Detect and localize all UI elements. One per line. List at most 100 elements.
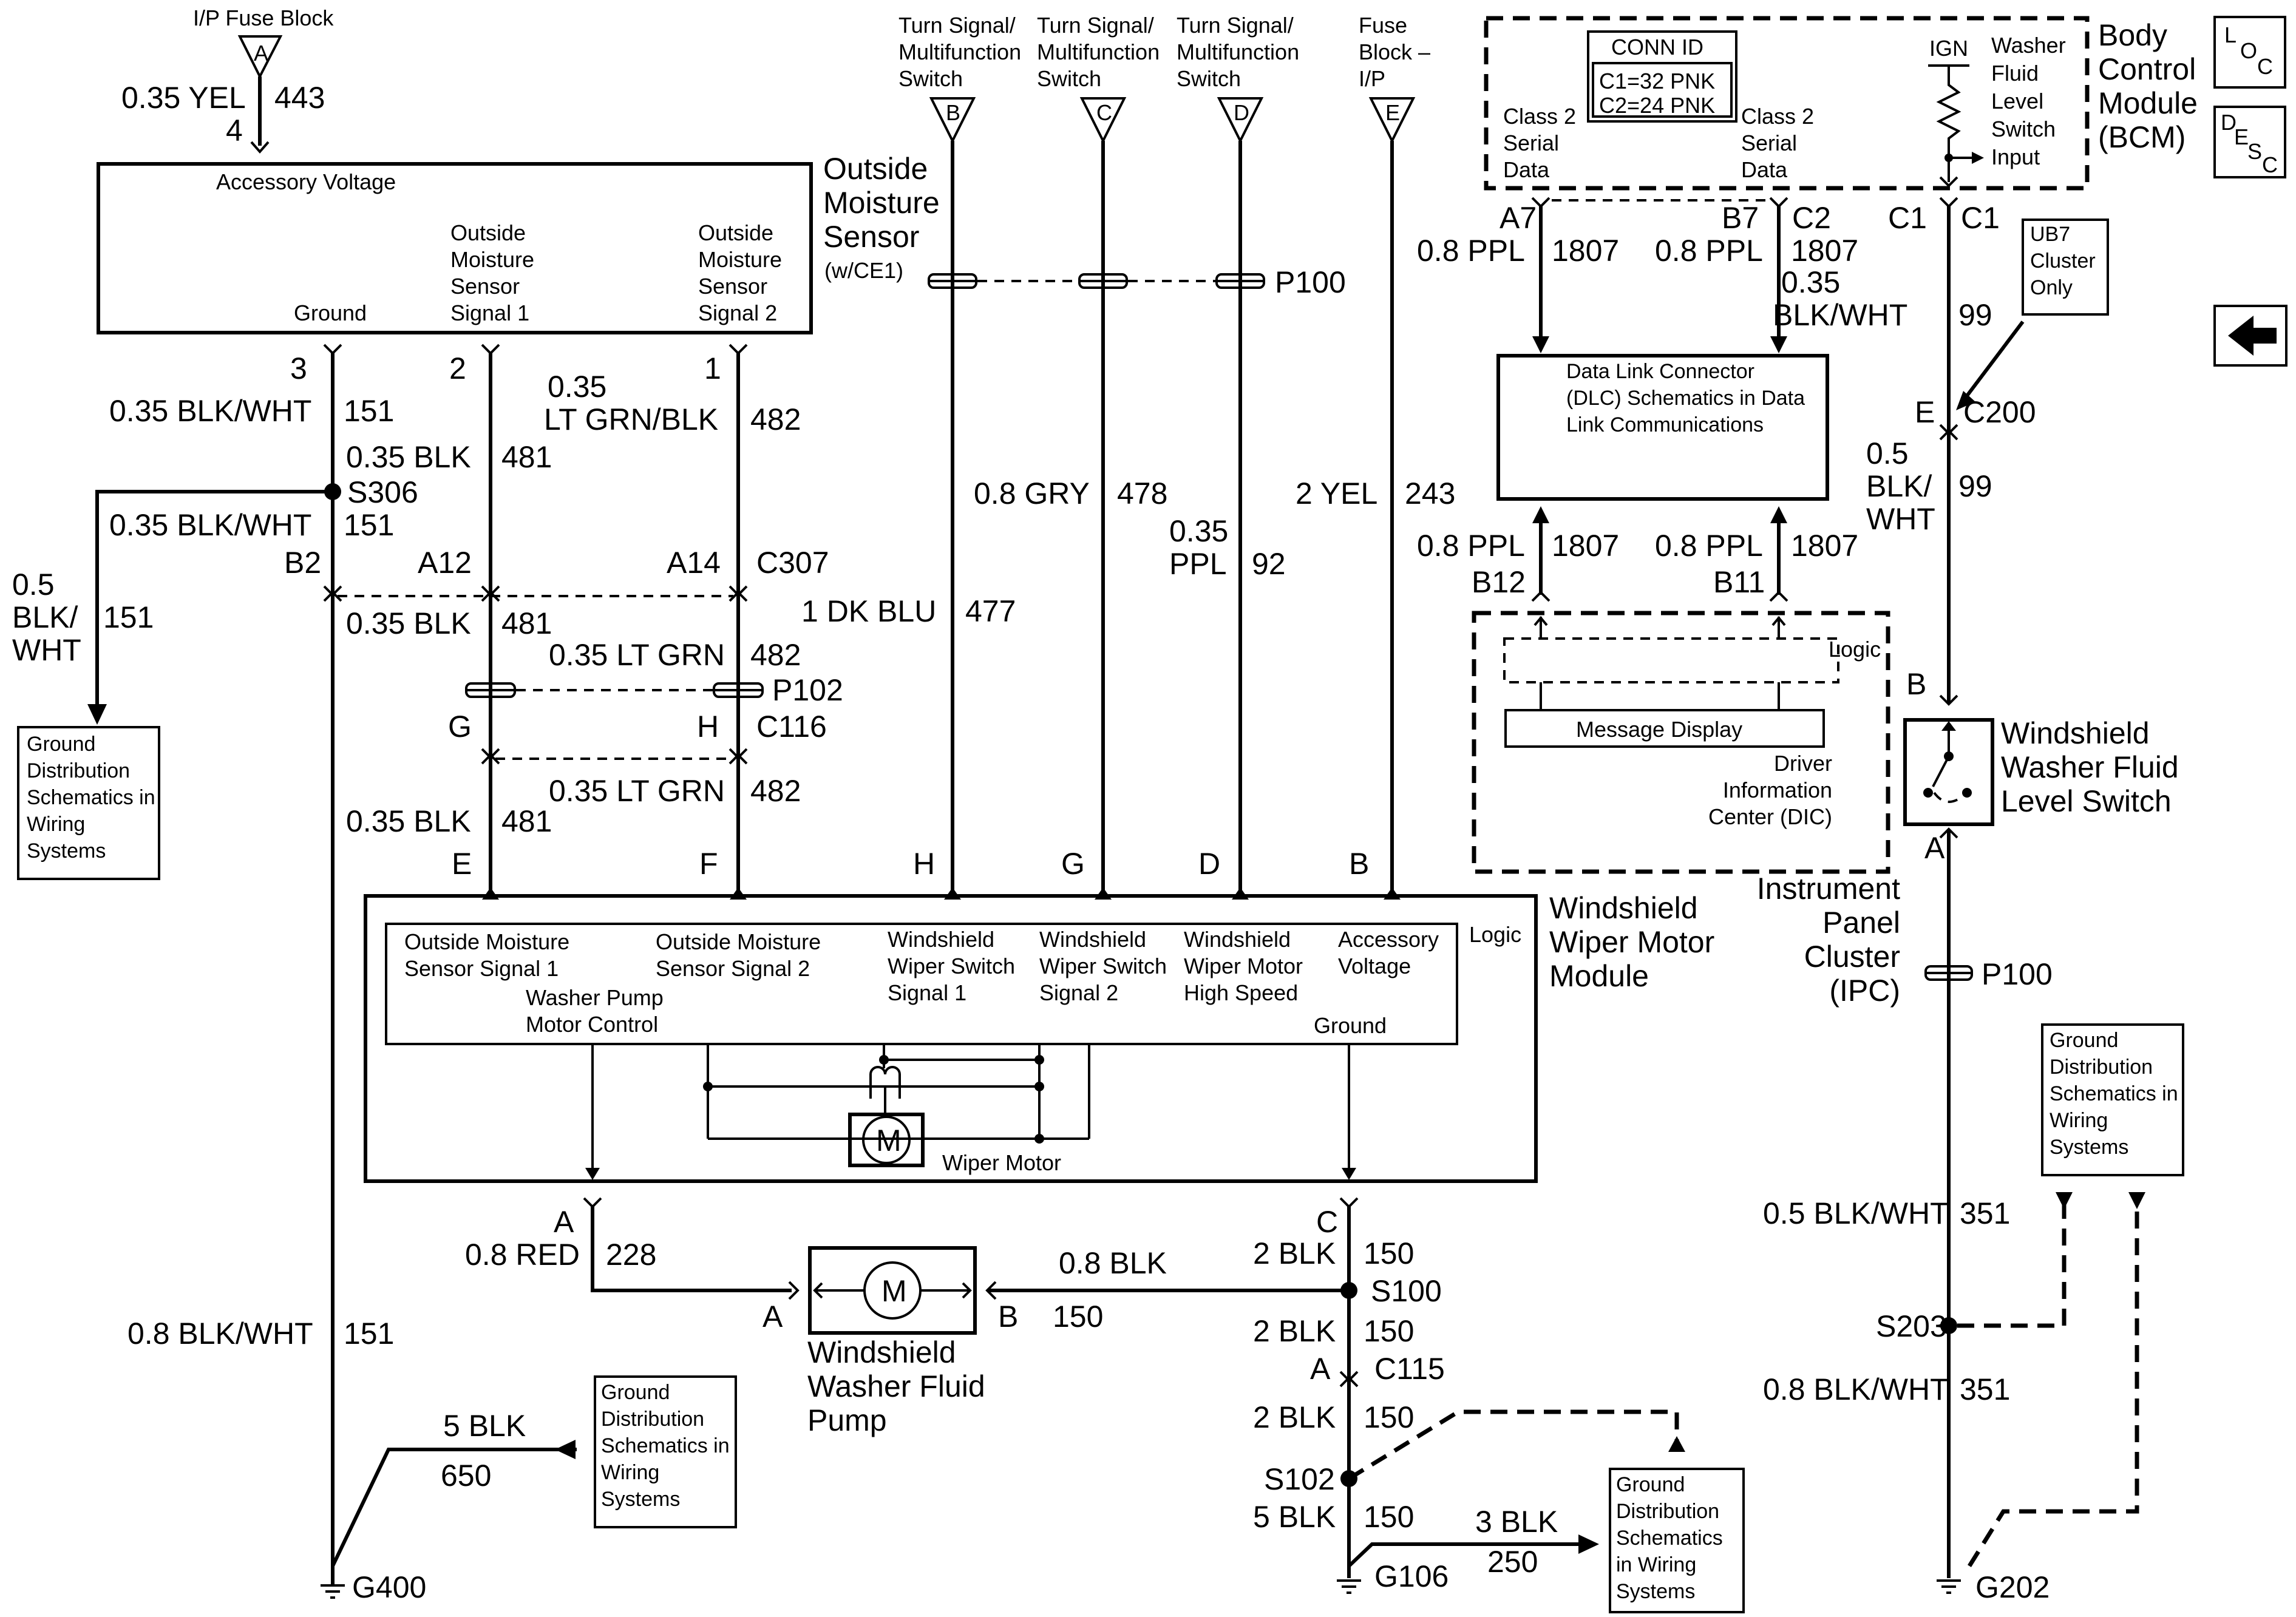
svg-text:B: B bbox=[1906, 667, 1926, 701]
svg-text:1807: 1807 bbox=[1552, 234, 1619, 268]
svg-text:650: 650 bbox=[441, 1459, 491, 1493]
svg-text:482: 482 bbox=[750, 638, 801, 672]
svg-text:E: E bbox=[452, 847, 472, 881]
outside-moisture-sensor: Accessory Voltage Ground Outside Moistur… bbox=[97, 152, 940, 334]
sensor-signal-1: Outside Moisture Sensor Signal 1 bbox=[450, 220, 535, 325]
desc-icon[interactable]: D E S C bbox=[2213, 106, 2286, 178]
svg-text:0.8 PPL: 0.8 PPL bbox=[1417, 529, 1525, 563]
svg-text:A: A bbox=[1310, 1352, 1331, 1386]
svg-text:E: E bbox=[2234, 124, 2249, 149]
svg-text:150: 150 bbox=[1364, 1500, 1414, 1534]
circuit-99-351: C1 C1 0.35 BLK/WHT 99 UB7 Cluster Only E… bbox=[1763, 197, 2184, 1604]
svg-text:A: A bbox=[554, 1205, 574, 1239]
body-control-module: CONN ID C1=32 PNK C2=24 PNK Class 2 Seri… bbox=[1484, 16, 2198, 191]
svg-text:0.35: 0.35 bbox=[1781, 265, 1840, 299]
circuit-482: 1 0.35 LT GRN/BLK 482 A14 C307 0.35 LT G… bbox=[544, 344, 843, 900]
svg-text:C200: C200 bbox=[1963, 395, 2036, 429]
svg-text:Logic: Logic bbox=[1469, 922, 1521, 947]
wire-151-color-d: 0.8 BLK/WHT bbox=[127, 1317, 313, 1351]
w-ce1-note: (w/CE1) bbox=[824, 258, 903, 283]
svg-text:LT GRN/BLK: LT GRN/BLK bbox=[544, 402, 718, 436]
svg-text:1807: 1807 bbox=[1791, 234, 1858, 268]
svg-text:1807: 1807 bbox=[1791, 529, 1858, 563]
svg-text:2 YEL: 2 YEL bbox=[1296, 476, 1377, 510]
svg-text:0.35 LT GRN: 0.35 LT GRN bbox=[549, 638, 725, 672]
svg-text:S: S bbox=[2247, 139, 2262, 164]
wire-443-circuit: 443 bbox=[274, 81, 325, 115]
svg-text:0.8 BLK: 0.8 BLK bbox=[1059, 1246, 1167, 1280]
svg-text:WHT: WHT bbox=[1866, 502, 1935, 536]
svg-text:CONN ID: CONN ID bbox=[1611, 35, 1703, 59]
svg-text:S100: S100 bbox=[1371, 1274, 1442, 1308]
svg-text:H: H bbox=[913, 847, 935, 881]
svg-text:482: 482 bbox=[750, 402, 801, 436]
wire-151-color-a: 0.35 BLK/WHT bbox=[109, 394, 311, 428]
svg-text:B: B bbox=[1349, 847, 1369, 881]
svg-text:D: D bbox=[1198, 847, 1220, 881]
svg-text:Wiper Motor: Wiper Motor bbox=[942, 1150, 1061, 1175]
level-switch-icon bbox=[1903, 718, 1994, 826]
svg-text:92: 92 bbox=[1252, 547, 1286, 581]
svg-text:G: G bbox=[448, 710, 472, 744]
svg-text:BLK/WHT: BLK/WHT bbox=[1773, 298, 1907, 332]
svg-text:P100: P100 bbox=[1275, 265, 1346, 299]
svg-text:C2: C2 bbox=[1792, 201, 1831, 235]
svg-text:H: H bbox=[697, 710, 719, 744]
svg-text:0.5 BLK/WHT: 0.5 BLK/WHT bbox=[1763, 1196, 1949, 1230]
svg-text:351: 351 bbox=[1960, 1196, 2010, 1230]
svg-text:C2=24 PNK: C2=24 PNK bbox=[1599, 93, 1715, 118]
moisture-sensor-box bbox=[97, 162, 813, 334]
svg-text:482: 482 bbox=[750, 774, 801, 808]
svg-text:0.35: 0.35 bbox=[548, 370, 606, 404]
moisture-sensor-title: Outside Moisture Sensor bbox=[823, 152, 940, 254]
ground-distribution-mid: Ground Distribution Schematics in Wiring… bbox=[1609, 1468, 1745, 1613]
svg-text:1807: 1807 bbox=[1552, 529, 1619, 563]
circuit-481: 2 0.35 BLK 481 A12 0.35 BLK 481 G 0.35 B… bbox=[346, 344, 552, 900]
arrow-letter-a: A bbox=[254, 41, 268, 66]
splice-s100 bbox=[1340, 1282, 1357, 1299]
svg-text:243: 243 bbox=[1405, 476, 1455, 510]
svg-text:5 BLK: 5 BLK bbox=[1253, 1500, 1336, 1534]
svg-text:M: M bbox=[881, 1274, 907, 1308]
wiper-motor-module: Logic Outside Moisture Sensor Signal 1 O… bbox=[364, 894, 1538, 1183]
svg-text:150: 150 bbox=[1364, 1400, 1414, 1434]
svg-text:O: O bbox=[2240, 38, 2257, 63]
svg-text:E: E bbox=[1385, 100, 1400, 125]
svg-text:2 BLK: 2 BLK bbox=[1253, 1314, 1336, 1348]
conn-b2: B2 bbox=[284, 546, 321, 580]
svg-text:99: 99 bbox=[1958, 298, 1992, 332]
svg-text:BLK/: BLK/ bbox=[12, 600, 78, 634]
svg-text:C1=32 PNK: C1=32 PNK bbox=[1599, 69, 1715, 93]
svg-text:481: 481 bbox=[501, 606, 552, 640]
splice-s306-label: S306 bbox=[347, 475, 418, 509]
left-arrow-icon[interactable] bbox=[2213, 305, 2288, 367]
wire-151-circuit-a: 151 bbox=[344, 394, 394, 428]
svg-text:1: 1 bbox=[704, 351, 721, 385]
svg-text:2: 2 bbox=[449, 351, 466, 385]
svg-text:WHT: WHT bbox=[12, 633, 81, 667]
svg-text:C116: C116 bbox=[756, 710, 827, 744]
svg-text:5 BLK: 5 BLK bbox=[443, 1409, 526, 1443]
svg-text:0.8 PPL: 0.8 PPL bbox=[1417, 234, 1525, 268]
wiper-module-title: Windshield Wiper Motor Module bbox=[1549, 891, 1715, 993]
loc-icon[interactable]: L O C bbox=[2213, 16, 2286, 89]
ground-distribution-left: Ground Distribution Schematics in Wiring… bbox=[17, 726, 160, 880]
svg-text:99: 99 bbox=[1958, 469, 1992, 503]
svg-text:C1: C1 bbox=[1888, 201, 1927, 235]
svg-text:0.5: 0.5 bbox=[12, 568, 55, 602]
connector-arrow-icon bbox=[237, 35, 283, 80]
svg-text:F: F bbox=[699, 847, 718, 881]
circuit-150: C 2 BLK 150 S100 2 BLK 150 A C115 2 BLK … bbox=[1253, 1197, 1685, 1594]
instrument-panel-cluster: Logic Message Display Driver Information… bbox=[1472, 611, 1900, 1008]
svg-text:0.8 BLK/WHT: 0.8 BLK/WHT bbox=[1763, 1372, 1949, 1406]
svg-text:C307: C307 bbox=[756, 546, 829, 580]
svg-text:150: 150 bbox=[1053, 1300, 1103, 1334]
svg-text:BLK/: BLK/ bbox=[1866, 469, 1932, 503]
svg-text:C: C bbox=[2257, 54, 2273, 79]
turn-signal-switch-inputs: Turn Signal/ Multifunction Switch Turn S… bbox=[801, 13, 1455, 900]
svg-text:G400: G400 bbox=[352, 1570, 426, 1604]
svg-text:2 BLK: 2 BLK bbox=[1253, 1236, 1336, 1270]
svg-text:151: 151 bbox=[103, 600, 154, 634]
svg-text:PPL: PPL bbox=[1169, 547, 1227, 581]
